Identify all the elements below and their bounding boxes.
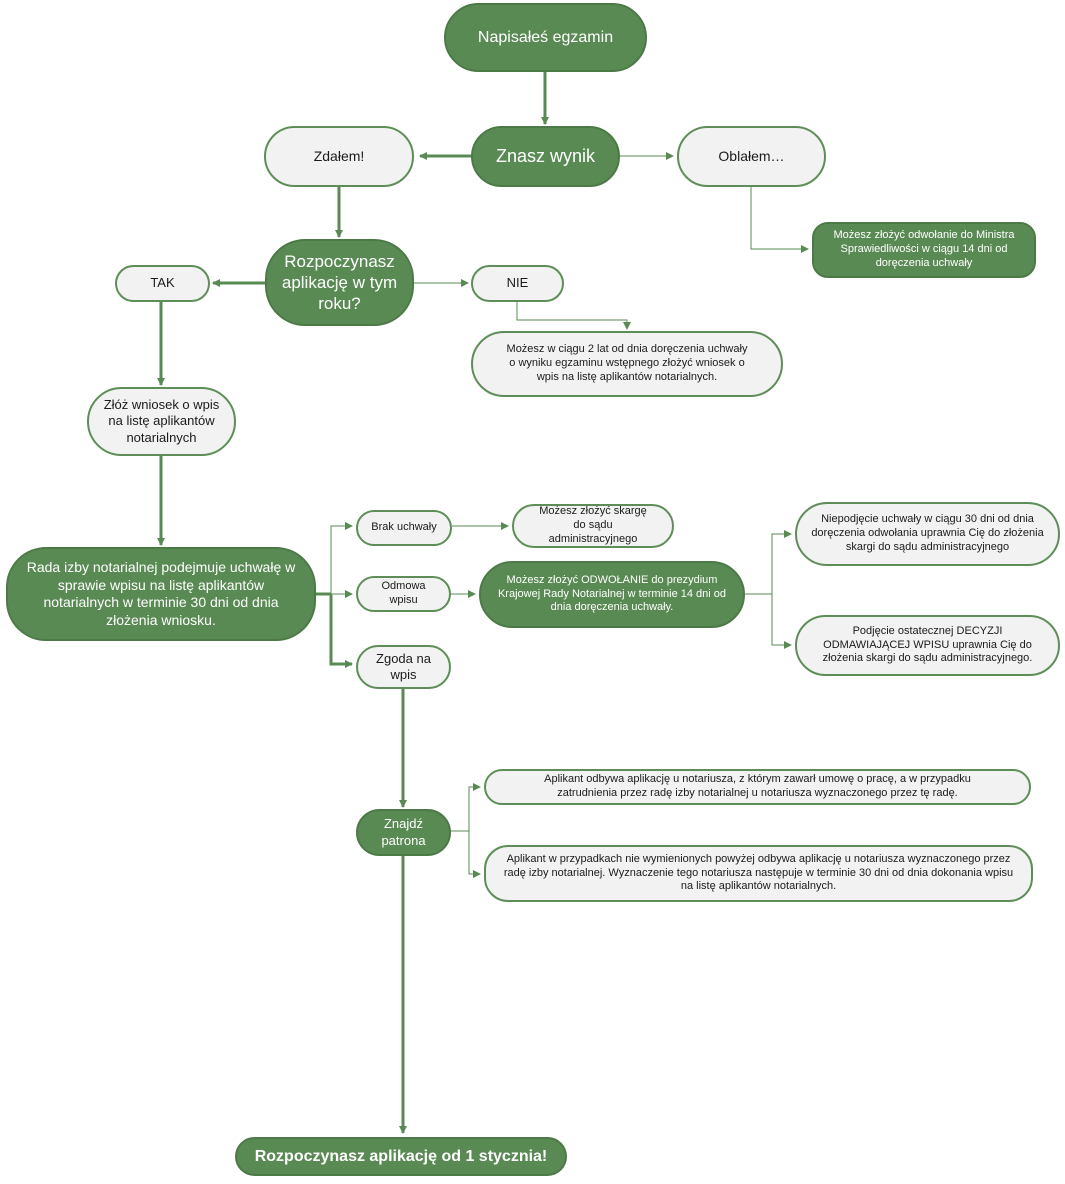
- node-zgoda-na-wpis: Zgoda na wpis: [356, 645, 451, 689]
- node-aplikant-umowa: Aplikant odbywa aplikację u notariusza, …: [484, 769, 1031, 805]
- arrow-patron-inne: [468, 831, 481, 878]
- node-odwolanie-prezydium: Możesz złożyć ODWOŁANIE do prezydium Kra…: [479, 561, 745, 628]
- arrow-nie-2lata: [516, 302, 631, 330]
- arrow-prezydium-podjecie: [771, 594, 792, 649]
- node-skarga-sadu: Możesz złożyć skargę do sądu administrac…: [512, 504, 674, 548]
- node-odwolanie-ministra: Możesz złożyć odwołanie do Ministra Spra…: [812, 222, 1036, 278]
- node-zdalem: Zdałem!: [264, 126, 414, 187]
- node-napisales-egzamin: Napisałeś egzamin: [444, 3, 647, 72]
- node-rada-izby: Rada izby notarialnej podejmuje uchwałę …: [6, 547, 316, 641]
- arrow-patron-umowa: [468, 783, 481, 831]
- node-znajdz-patrona: Znajdź patrona: [356, 809, 451, 856]
- node-nie: NIE: [471, 265, 564, 302]
- arrow-rada-zgoda: [329, 594, 353, 668]
- node-odmowa-wpisu: Odmowa wpisu: [356, 576, 451, 612]
- node-podjecie-decyzji: Podjęcie ostatecznej DECYZJI ODMAWIAJĄCE…: [795, 615, 1060, 676]
- node-tak: TAK: [115, 265, 210, 302]
- node-rozpoczynasz-final: Rozpoczynasz aplikację od 1 stycznia!: [235, 1137, 567, 1176]
- arrow-prezydium-niepodjecie: [771, 530, 792, 594]
- node-oblalem: Oblałem…: [677, 126, 826, 187]
- node-aplikant-inne: Aplikant w przypadkach nie wymienionych …: [484, 845, 1033, 902]
- node-zloz-wniosek: Złóż wniosek o wpis na listę aplikantów …: [87, 387, 236, 456]
- node-znasz-wynik: Znasz wynik: [471, 126, 620, 187]
- node-mozesz-2-lata: Możesz w ciągu 2 lat od dnia doręczenia …: [471, 331, 783, 397]
- arrow-oblalem-odwolanie: [750, 187, 809, 253]
- node-rozpoczynasz-pytanie: Rozpoczynasz aplikację w tym roku?: [265, 239, 414, 326]
- node-brak-uchwaly: Brak uchwały: [356, 510, 452, 546]
- node-niepodjecie-uchwaly: Niepodjęcie uchwały w ciągu 30 dni od dn…: [795, 502, 1060, 566]
- arrow-rada-brak: [330, 522, 353, 594]
